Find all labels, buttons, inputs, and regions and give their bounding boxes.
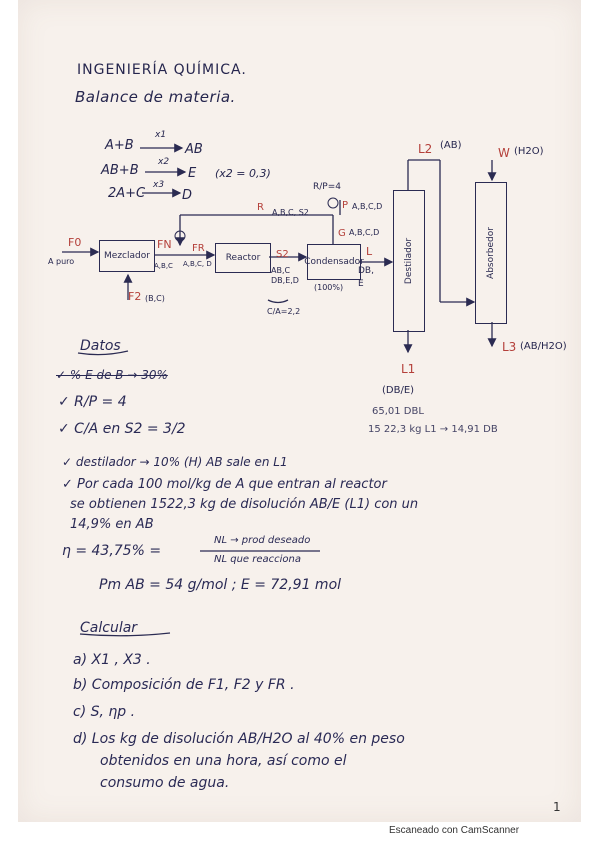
stream-l: L [366, 245, 373, 258]
calcular-item-d: d) Los kg de disolución AB/H2O al 40% en… [73, 731, 405, 747]
page-title: INGENIERÍA QUÍMICA. [77, 62, 247, 78]
datos-item-2: ✓ R/P = 4 [58, 394, 127, 410]
condenser-unit: Condensador [304, 244, 364, 280]
condenser-pct: (100%) [314, 283, 344, 292]
reactor-unit: Reactor [215, 243, 271, 273]
calcular-item-c: c) S, ηp . [73, 704, 136, 720]
mixer-unit: Mezclador [99, 240, 155, 272]
datos-fraction-den: NL que reacciona [214, 554, 301, 565]
stream-r-desc: A,B,C, S2 [272, 208, 309, 217]
stream-l3: L3 [502, 340, 517, 354]
stream-f0: F0 [68, 236, 82, 249]
calcular-heading: Calcular [80, 620, 138, 636]
datos-item-3: ✓ C/A en S2 = 3/2 [58, 421, 186, 437]
stream-w: W [498, 146, 510, 160]
calcular-item-b: b) Composición de F1, F2 y FR . [73, 677, 295, 693]
datos-item-4: ✓ destilador → 10% (H) AB sale en L1 [62, 455, 288, 469]
page-number: 1 [553, 800, 561, 814]
reaction-3-lhs: 2A+C [108, 186, 146, 201]
stream-l2: L2 [418, 142, 433, 156]
stream-w-desc: (H2O) [514, 146, 544, 157]
right-note-2: 15 22,3 kg L1 → 14,91 DB [368, 424, 498, 435]
reaction-2-rhs: E [188, 166, 197, 181]
reaction-2-lhs: AB+B [101, 163, 139, 178]
ca-note: C/A=2,2 [267, 307, 301, 316]
stream-l-desc: DB, E [358, 266, 374, 289]
scanner-watermark: Escaneado con CamScanner [389, 825, 520, 836]
stream-l1-desc: (DB/E) [382, 385, 415, 396]
stream-p-desc: A,B,C,D [352, 202, 383, 211]
stream-l3-desc: (AB/H2O) [520, 341, 567, 352]
stream-fn-desc: A,B,C [154, 262, 173, 270]
stream-g-desc: A,B,C,D [349, 228, 380, 237]
datos-item-5: ✓ Por cada 100 mol/kg de A que entran al… [62, 477, 387, 492]
datos-item-7: 14,9% en AB [70, 517, 154, 532]
absorber-label: Absorbedor [486, 227, 496, 279]
stream-l2-desc: (AB) [440, 140, 462, 151]
reaction-2-note: (x2 = 0,3) [215, 167, 271, 180]
datos-item-1: ✓ % E de B → 30% [56, 368, 168, 382]
stream-s2-desc: AB,C DB,E,D [271, 266, 299, 285]
reaction-1-conv: x1 [155, 130, 167, 140]
reaction-3-conv: x3 [153, 180, 165, 190]
stream-s2: S2 [276, 249, 289, 260]
reaction-3-rhs: D [182, 188, 193, 203]
calcular-item-d-line3: consumo de agua. [100, 775, 230, 791]
stream-fn: FN [157, 238, 172, 251]
distiller-unit: Destilador [393, 190, 425, 332]
stream-g: G [338, 228, 346, 239]
stream-fr: FR [192, 243, 205, 254]
notebook-page [18, 0, 581, 822]
datos-item-pm: Pm AB = 54 g/mol ; E = 72,91 mol [99, 577, 342, 593]
stream-fr-desc: A,B,C, D [183, 260, 212, 268]
calcular-item-d-line2: obtenidos en una hora, así como el [100, 753, 347, 769]
calcular-item-a: a) X1 , X3 . [73, 652, 151, 668]
reaction-2-conv: x2 [158, 157, 170, 167]
stream-f0-desc: A puro [48, 257, 75, 266]
rp-ratio: R/P=4 [313, 182, 341, 192]
stream-p: P [342, 200, 349, 211]
reaction-1-rhs: AB [185, 142, 203, 157]
datos-fraction-num: NL → prod deseado [214, 535, 311, 546]
stream-r: R [257, 202, 264, 213]
datos-item-8: η = 43,75% = [62, 543, 162, 559]
condenser-label: Condensador [304, 257, 364, 267]
distiller-label: Destilador [404, 237, 414, 285]
absorber-unit: Absorbedor [475, 182, 507, 324]
datos-heading: Datos [80, 338, 121, 354]
right-note-1: 65,01 DBL [372, 406, 424, 417]
stream-f2-desc: (B,C) [145, 294, 165, 303]
stream-l1: L1 [401, 362, 416, 376]
datos-item-6: se obtienen 1522,3 kg de disolución AB/E… [70, 497, 419, 512]
mixer-label: Mezclador [104, 251, 150, 261]
reaction-1-lhs: A+B [105, 138, 134, 153]
stream-f2: F2 [128, 290, 142, 303]
reactor-label: Reactor [225, 253, 261, 263]
page-subtitle: Balance de materia. [75, 88, 236, 106]
